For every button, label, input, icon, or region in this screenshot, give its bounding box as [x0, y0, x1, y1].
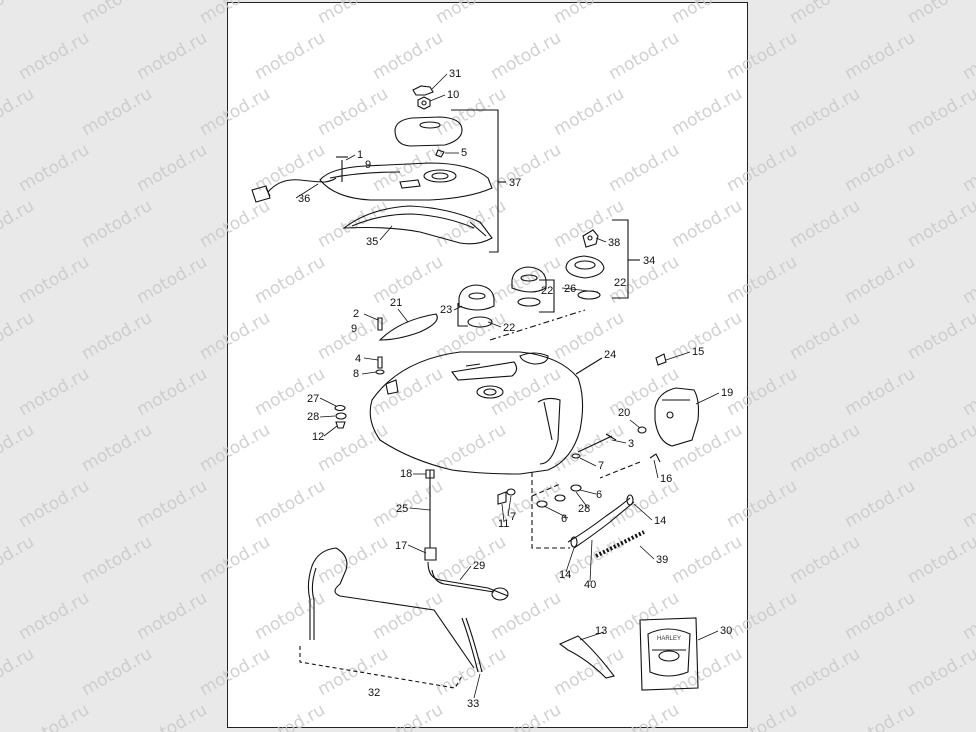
callout-3: 3 [628, 438, 634, 450]
callout-33: 33 [467, 698, 479, 710]
callout-4: 4 [355, 353, 361, 365]
callout-14b: 14 [559, 569, 571, 581]
callout-19: 19 [721, 387, 733, 399]
callout-7: 7 [598, 460, 604, 472]
callout-10: 10 [447, 89, 459, 101]
callout-27: 27 [307, 393, 319, 405]
console-lower-trim [342, 205, 493, 245]
fuel-tank [369, 351, 584, 475]
callout-32: 32 [368, 687, 380, 699]
callout-21: 21 [390, 297, 402, 309]
badge-text: HARLEY [657, 636, 681, 642]
callout-2: 2 [353, 308, 359, 320]
callout-1: 1 [357, 149, 363, 161]
callout-25: 25 [396, 503, 408, 515]
bracket-22 [539, 279, 555, 313]
callout-37: 37 [509, 177, 521, 189]
callout-39: 39 [656, 554, 668, 566]
bracket-37 [451, 109, 499, 253]
callout-22a: 22 [503, 322, 515, 334]
callout-31: 31 [449, 68, 461, 80]
fuel-cap-vented [511, 266, 547, 307]
callout-6b: 6 [561, 513, 567, 525]
callout-13: 13 [595, 625, 607, 637]
callout-11: 11 [498, 518, 509, 530]
callout-20: 20 [618, 407, 630, 419]
wiring-harness-connector [251, 177, 337, 203]
console-main-panel [319, 156, 493, 201]
callout-23: 23 [440, 304, 452, 316]
overflow-tube-32 [307, 547, 475, 669]
callout-22c: 22 [614, 277, 626, 289]
bracket-34 [612, 219, 629, 299]
clip-15 [655, 353, 667, 366]
fuel-cap-nonvented [458, 284, 495, 328]
tank-side-cover [654, 387, 700, 447]
locking-fuel-cap [565, 229, 605, 279]
bolt-3 [577, 433, 617, 453]
callout-12: 12 [312, 431, 324, 443]
callout-8: 8 [353, 368, 359, 380]
medallion-kit-30 [639, 617, 699, 691]
dashed-assembly-outline [531, 461, 641, 549]
callout-14a: 14 [654, 515, 666, 527]
callout-18: 18 [400, 468, 412, 480]
callout-15: 15 [692, 346, 704, 358]
screw-16 [649, 453, 661, 463]
callout-5: 5 [461, 147, 467, 159]
callout-6: 6 [596, 489, 602, 501]
tank-mount-hardware [497, 453, 582, 508]
callout-9: 9 [365, 159, 371, 171]
callout-28: 28 [307, 411, 319, 423]
vent-hose-33 [461, 617, 483, 673]
callout-38: 38 [608, 237, 620, 249]
cap-knob-part [412, 85, 434, 110]
callout-24: 24 [604, 349, 616, 361]
bracket-23 [457, 303, 468, 327]
tank-centerline [489, 309, 586, 341]
console-upper-cover [394, 116, 463, 158]
callout-7b: 7 [510, 511, 516, 523]
front-mount-bolts [334, 317, 385, 429]
fuel-valve-assembly [424, 469, 509, 601]
callout-29: 29 [473, 560, 485, 572]
fuel-hose-and-clamps [567, 494, 645, 558]
leader-lines [295, 73, 720, 699]
callout-40: 40 [584, 579, 596, 591]
callout-34: 34 [643, 255, 655, 267]
callout-36: 36 [298, 193, 310, 205]
callout-30: 30 [720, 625, 732, 637]
strip-13 [558, 635, 615, 679]
callout-16: 16 [660, 473, 672, 485]
callout-17: 17 [395, 540, 407, 552]
tank-leader-24 [575, 357, 603, 375]
callout-35: 35 [366, 236, 378, 248]
callout-28b: 28 [578, 503, 590, 515]
bracket-32 [299, 646, 463, 689]
callout-22b: 22 [541, 285, 553, 297]
grommet-20 [637, 426, 647, 434]
left-trim-plate [378, 313, 438, 341]
callout-9b: 9 [351, 323, 357, 335]
